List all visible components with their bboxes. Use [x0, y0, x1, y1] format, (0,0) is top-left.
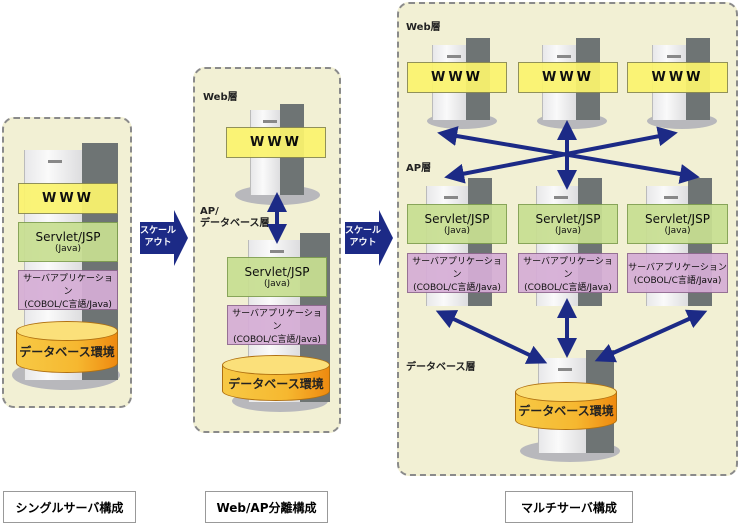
- www-box: WWW: [226, 127, 326, 158]
- server-app-box: サーバアプリケーション(COBOL/C言語/Java): [518, 253, 618, 293]
- servlet-box: Servlet/JSP(Java): [227, 257, 327, 297]
- database-cylinder: データベース環境: [515, 382, 617, 430]
- www-box: WWW: [627, 62, 728, 93]
- www-box: WWW: [518, 62, 618, 93]
- database-cylinder: データベース環境: [16, 321, 118, 373]
- caption-single-server: シングルサーバ構成: [3, 491, 136, 523]
- server-app-box: サーバアプリケーション(COBOL/C言語/Java): [627, 253, 728, 293]
- web-tier-label: Web層: [203, 92, 238, 103]
- database-cylinder: データベース環境: [222, 355, 330, 401]
- caption-multi-server: マルチサーバ構成: [505, 491, 633, 523]
- scale-out-arrow-icon: [140, 210, 188, 266]
- servlet-box: Servlet/JSP(Java): [627, 204, 728, 244]
- db-tier-label: データベース層: [406, 362, 476, 373]
- servlet-box: Servlet/JSP(Java): [18, 222, 118, 262]
- web-tier-label: Web層: [406, 22, 441, 33]
- server-app-box: サーバアプリケーション(COBOL/C言語/Java): [407, 253, 507, 293]
- ap-tier-label: AP層: [406, 163, 432, 174]
- scale-out-arrow-icon: [345, 210, 393, 266]
- scale-out-label: スケールアウト: [345, 226, 382, 248]
- www-box: WWW: [407, 62, 507, 93]
- servlet-box: Servlet/JSP(Java): [407, 204, 507, 244]
- ap-db-tier-label: AP/データベース層: [200, 206, 270, 229]
- servlet-box: Servlet/JSP(Java): [518, 204, 618, 244]
- server-app-box: サーバアプリケーション(COBOL/C言語/Java): [18, 270, 118, 310]
- caption-web-ap: Web/AP分離構成: [205, 491, 328, 523]
- www-box: WWW: [18, 183, 118, 214]
- scale-out-label: スケールアウト: [140, 226, 177, 248]
- server-app-box: サーバアプリケーション(COBOL/C言語/Java): [227, 305, 327, 345]
